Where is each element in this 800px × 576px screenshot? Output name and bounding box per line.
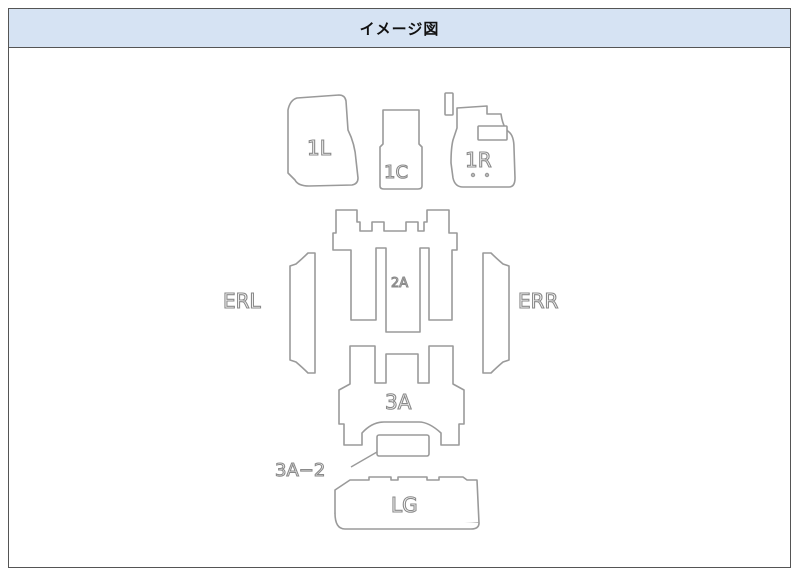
mat-ERL [289,252,316,374]
floor-mat-diagram: 1L 1C 1R 2A ERL ERR 3A 3A−2 LG [222,92,559,530]
mat-3A [338,345,465,446]
label-2A: 2A [391,276,408,291]
mat-1C [379,109,423,190]
image-panel: イメージ図 1L 1C 1R 2A ERL ERR 3A 3A−2 LG [8,8,791,568]
label-1R: 1R [465,148,492,172]
label-LG: LG [391,493,418,517]
leader-3A-2 [350,451,378,468]
mat-1L [287,94,359,187]
label-3A: 3A [385,390,412,414]
panel-title: イメージ図 [359,19,440,38]
mat-3A-2 [376,434,430,457]
mat-LG-bottom-edge [334,512,480,530]
label-1C: 1C [384,162,408,183]
mat-2A [332,209,458,333]
mat-1R-slot [477,125,508,141]
label-1L: 1L [307,136,332,160]
label-ERR: ERR [518,289,559,313]
label-ERL: ERL [223,289,262,313]
mat-1R-hole-left [470,172,476,178]
mat-1R-hole-right [484,172,490,178]
mat-1R-tab [444,92,454,116]
mat-ERR [482,252,510,374]
label-3A-2: 3A−2 [275,460,325,481]
mat-1R [450,105,516,188]
panel-header: イメージ図 [9,9,790,48]
